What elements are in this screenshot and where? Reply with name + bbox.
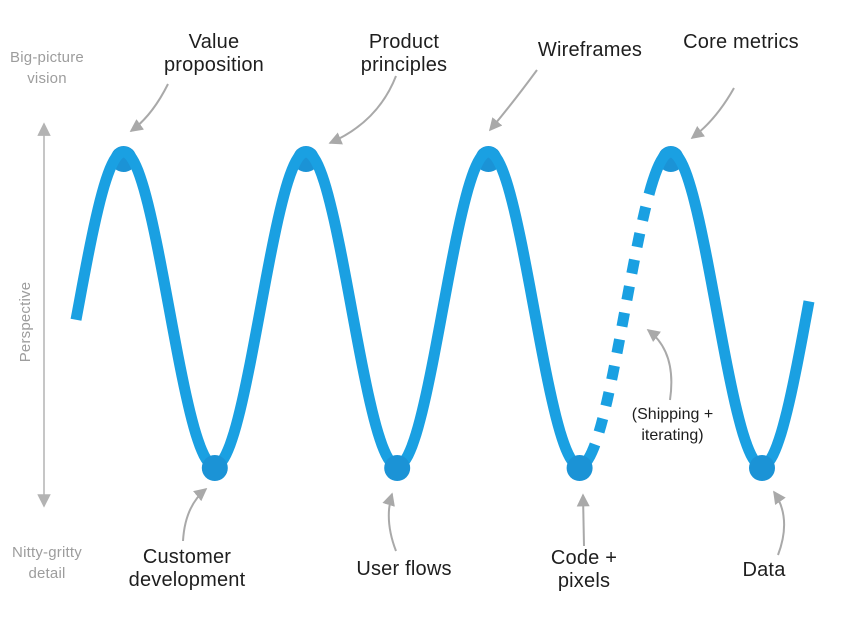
label-user-flows: User flows xyxy=(356,558,452,580)
arrow-wireframes xyxy=(488,69,538,132)
label-data: Data xyxy=(742,559,786,581)
label-customer-development: Customer development xyxy=(128,546,246,591)
label-big-picture-vision: Big-picture vision xyxy=(10,49,84,87)
label-perspective-axis: Perspective xyxy=(17,281,34,363)
wave-solid-segment xyxy=(643,146,815,472)
wave-trough-dot xyxy=(201,455,228,481)
wave-trough-dot xyxy=(384,455,411,481)
arrow-shipping-iterating xyxy=(646,329,673,401)
arrow-customer-development xyxy=(182,487,208,542)
label-code-pixels: Code + pixels xyxy=(550,547,618,592)
label-shipping-iterating: (Shipping + iterating) xyxy=(631,406,714,444)
label-product-principles: Product principles xyxy=(360,31,448,76)
wave-solid-segment xyxy=(70,146,601,472)
wave-trough-dot xyxy=(566,455,593,481)
label-value-proposition: Value proposition xyxy=(163,31,265,76)
label-nitty-gritty-detail: Nitty-gritty detail xyxy=(12,544,82,582)
arrow-code-pixels xyxy=(576,493,590,547)
arrow-core-metrics xyxy=(690,87,735,139)
arrow-value-proposition xyxy=(129,83,169,132)
arrow-product-principles xyxy=(328,75,397,145)
wave-trough-dot xyxy=(749,455,775,481)
wave-dashed-segment xyxy=(589,192,655,447)
label-core-metrics: Core metrics xyxy=(683,31,799,53)
arrow-data xyxy=(773,490,786,556)
label-wireframes: Wireframes xyxy=(537,39,643,61)
arrow-user-flows xyxy=(382,492,397,552)
